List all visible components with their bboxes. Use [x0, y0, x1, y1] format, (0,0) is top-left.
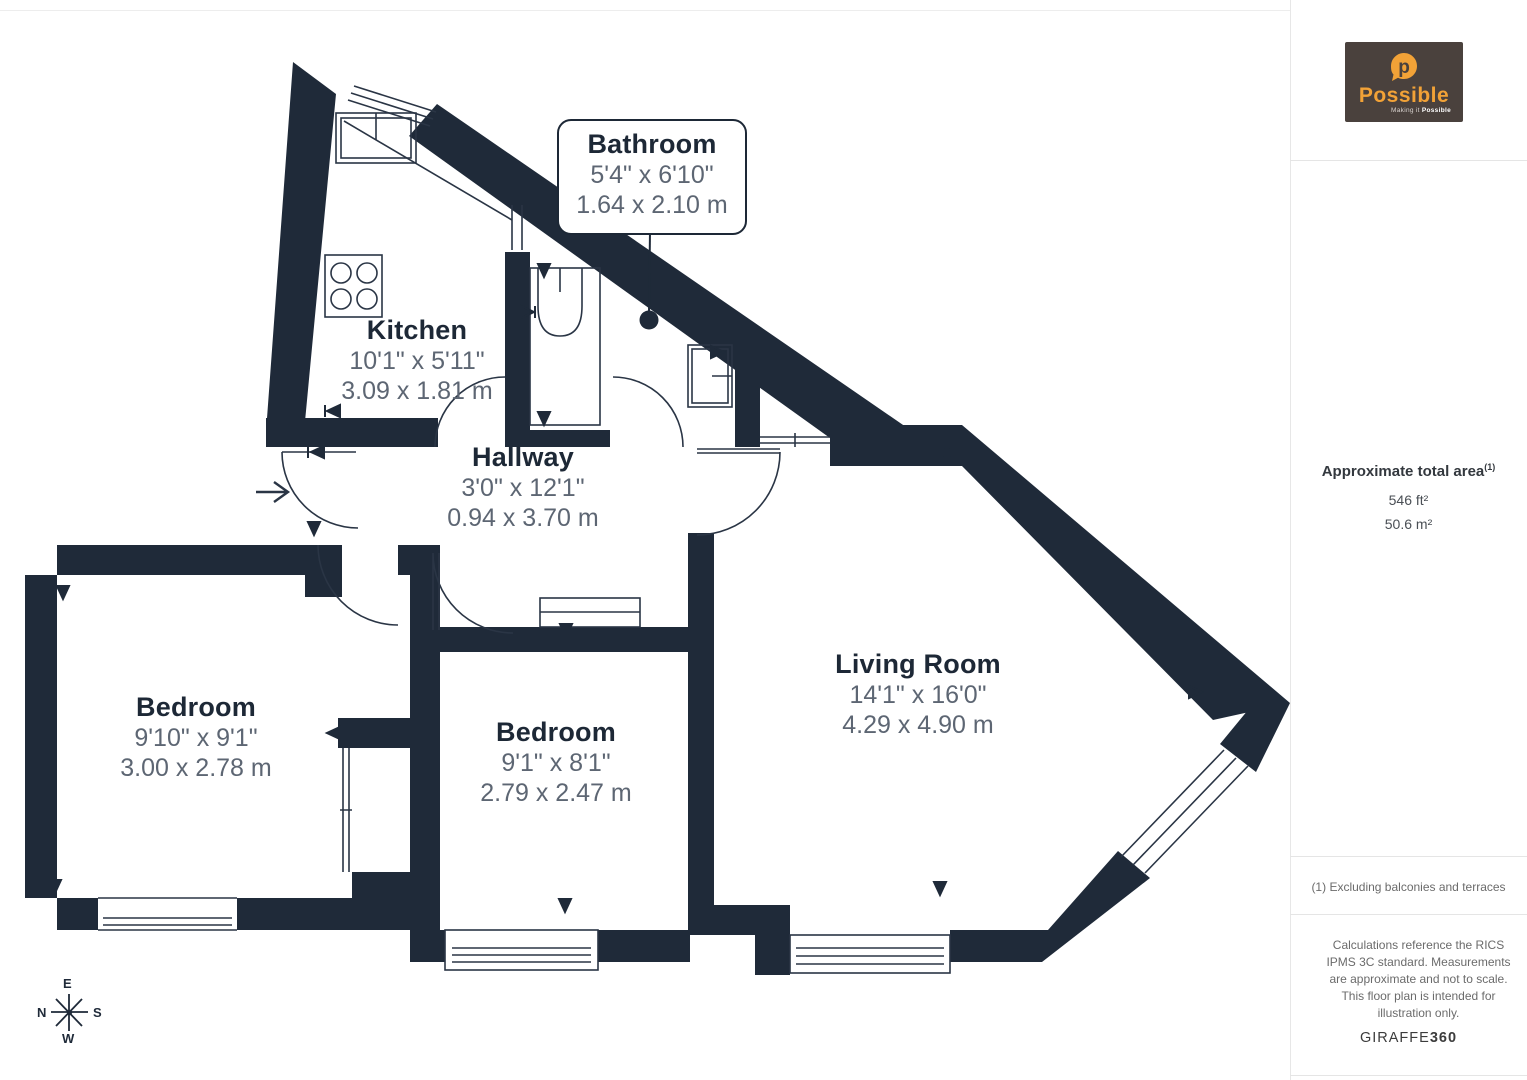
room-dim-imperial: 3'0" x 12'1": [461, 474, 585, 502]
giraffe360-watermark: GIRAFFE360: [1290, 1030, 1527, 1046]
info-sidebar: [1290, 0, 1527, 1080]
sidebar-divider: [1290, 914, 1527, 915]
compass-icon: [51, 994, 88, 1031]
living-room-door-arc: [696, 448, 781, 536]
giraffe-360-text: 360: [1429, 1030, 1458, 1046]
compass-letter-bottom: W: [62, 1031, 75, 1046]
bedroom2-window: [444, 929, 599, 971]
stove-icon: [324, 254, 383, 318]
hallway-cupboard: [539, 597, 641, 628]
room-dim-imperial: 14'1" x 16'0": [849, 681, 987, 709]
logo-tagline-prefix: Making it: [1391, 107, 1422, 114]
possible-pin-icon: p: [1391, 53, 1417, 81]
floorplan-canvas: [25, 62, 1290, 1031]
footnote-marker: (1): [1484, 462, 1496, 472]
compass-letter-right: S: [93, 1005, 102, 1020]
room-dim-metric: 2.79 x 2.47 m: [480, 779, 632, 807]
living-room-bottom-window: [789, 934, 951, 974]
kitchen-window-box: [335, 112, 513, 221]
entrance-door-arc: [281, 451, 359, 529]
living-room-label: Living Room 14'1" x 16'0" 4.29 x 4.90 m: [835, 648, 1001, 740]
bathroom-callout: Bathroom 5'4" x 6'10" 1.64 x 2.10 m: [557, 119, 747, 235]
compass-letter-left: N: [37, 1005, 47, 1020]
bay-window: [1120, 749, 1249, 874]
svg-text:p: p: [1398, 57, 1410, 78]
balcony-footnote: (1) Excluding balconies and terraces: [1311, 880, 1506, 894]
bedroom1-door-arc: [317, 544, 399, 626]
room-label-bedroom2: Bedroom: [496, 717, 616, 747]
room-label-bedroom1: Bedroom: [136, 692, 256, 722]
dimension-arrows: [47, 263, 1206, 915]
room-dim-imperial: 9'10" x 9'1": [134, 724, 258, 752]
room-dim-metric: 3.00 x 2.78 m: [120, 754, 272, 782]
logo-tagline: Making it Possible: [1391, 107, 1451, 114]
room-dim-metric: 4.29 x 4.90 m: [842, 711, 994, 739]
logo-brand-text: Possible: [1358, 84, 1450, 107]
kitchen-diagonal-window: [347, 85, 437, 127]
walls-layer: [25, 62, 1290, 975]
room-label-hallway: Hallway: [472, 442, 574, 472]
page-top-border: [0, 10, 1527, 11]
sidebar-divider: [1290, 856, 1527, 857]
total-area-m: 50.6 m²: [1384, 516, 1433, 532]
sidebar-divider: [1290, 160, 1527, 161]
bedroom2-door-arc: [432, 552, 514, 634]
kitchen-label: Kitchen 10'1" x 5'11" 3.09 x 1.81 m: [341, 314, 492, 406]
room-label-kitchen: Kitchen: [366, 315, 468, 345]
room-dim-imperial: 5'4" x 6'10": [590, 161, 714, 189]
kitchen-door-arc: [434, 376, 506, 448]
bedroom1-label: Bedroom 9'10" x 9'1" 3.00 x 2.78 m: [120, 691, 271, 783]
room-dim-imperial: 10'1" x 5'11": [349, 347, 485, 375]
room-label-bathroom: Bathroom: [587, 129, 717, 159]
disclaimer-text: Calculations reference the RICS IPMS 3C …: [1326, 938, 1511, 1020]
logo-tagline-bold: Possible: [1421, 107, 1451, 114]
hallway-label: Hallway 3'0" x 12'1" 0.94 x 3.70 m: [447, 441, 598, 533]
bathroom-internal-window: [511, 205, 523, 250]
wardrobe-partition: [340, 748, 352, 872]
bathroom-callout-leader: [639, 230, 659, 330]
bedroom1-window: [98, 897, 237, 931]
compass-letter-top: E: [63, 976, 72, 991]
living-room-top-window: [760, 433, 830, 447]
room-dim-metric: 1.64 x 2.10 m: [576, 191, 728, 219]
room-dim-imperial: 9'1" x 8'1": [501, 749, 611, 777]
bedroom2-label: Bedroom 9'1" x 8'1" 2.79 x 2.47 m: [480, 716, 631, 808]
giraffe-text: GIRAFFE: [1359, 1030, 1430, 1046]
total-area-block: Approximate total area(1) 546 ft² 50.6 m…: [1290, 462, 1527, 536]
total-area-title: Approximate total area(1): [1290, 462, 1527, 480]
possible-logo: p Possible Making it Possible: [1345, 42, 1463, 122]
bathroom-door-arc: [612, 376, 684, 448]
room-dim-metric: 0.94 x 3.70 m: [447, 504, 599, 532]
total-area-title-text: Approximate total area: [1321, 463, 1485, 480]
room-dim-metric: 3.09 x 1.81 m: [341, 377, 493, 405]
windows-layer: [98, 85, 1249, 974]
total-area-ft: 546 ft²: [1388, 492, 1429, 508]
bathtub-icon: [529, 267, 601, 426]
sidebar-divider: [1290, 1075, 1527, 1076]
room-label-living-room: Living Room: [835, 649, 1001, 679]
entrance-arrow-icon: [256, 481, 291, 503]
